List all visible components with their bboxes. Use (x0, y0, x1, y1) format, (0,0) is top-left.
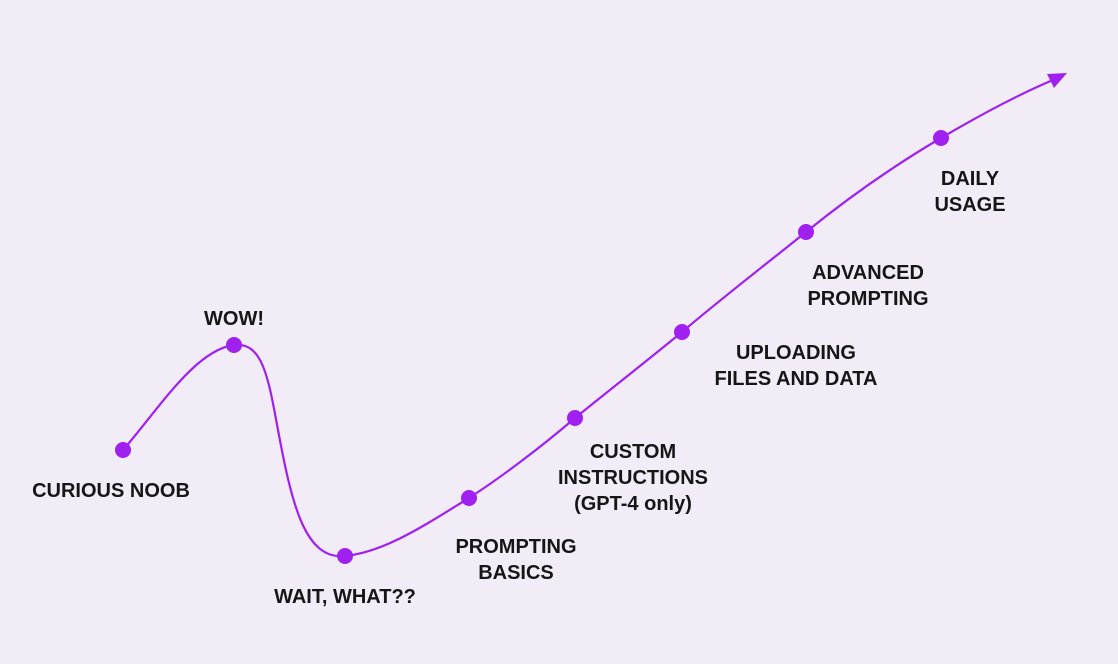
label-curious-noob: CURIOUS NOOB (32, 478, 190, 504)
stage-dots (115, 130, 949, 564)
label-line: CURIOUS NOOB (32, 480, 190, 502)
label-line: PROMPTING (455, 536, 577, 558)
label-wow: WOW! (204, 306, 264, 332)
stage-dot-uploading-files (674, 324, 690, 340)
arrowhead-icon (1047, 73, 1067, 88)
label-advanced-prompting: ADVANCED PROMPTING (807, 260, 928, 312)
label-line: WOW! (204, 308, 264, 330)
stage-dot-daily-usage (933, 130, 949, 146)
label-wait-what: WAIT, WHAT?? (274, 584, 416, 610)
stage-dot-wait-what (337, 548, 353, 564)
stage-dot-wow (226, 337, 242, 353)
stage-dot-prompting-basics (461, 490, 477, 506)
label-line: CUSTOM (589, 441, 677, 463)
stage-dot-custom-instructions (567, 410, 583, 426)
label-line: ADVANCED (812, 262, 924, 284)
label-line: PROMPTING (807, 288, 929, 310)
label-line: INSTRUCTIONS (558, 467, 708, 489)
label-prompting-basics: PROMPTING BASICS (455, 534, 576, 586)
label-line: (GPT-4 only) (574, 493, 692, 515)
label-daily-usage: DAILY USAGE (934, 166, 1005, 218)
label-line: BASICS (478, 562, 554, 584)
label-line: WAIT, WHAT?? (274, 586, 416, 608)
label-custom-instructions: CUSTOM INSTRUCTIONS (GPT-4 only) (558, 439, 708, 517)
label-uploading-files: UPLOADING FILES AND DATA (715, 340, 878, 392)
stage-dot-advanced-prompting (798, 224, 814, 240)
learning-curve-line (121, 78, 1055, 558)
label-line: FILES AND DATA (714, 368, 878, 390)
label-line: USAGE (934, 194, 1006, 216)
stage-dot-curious-noob (115, 442, 131, 458)
label-line: UPLOADING (735, 342, 856, 364)
label-line: DAILY (940, 168, 1000, 190)
